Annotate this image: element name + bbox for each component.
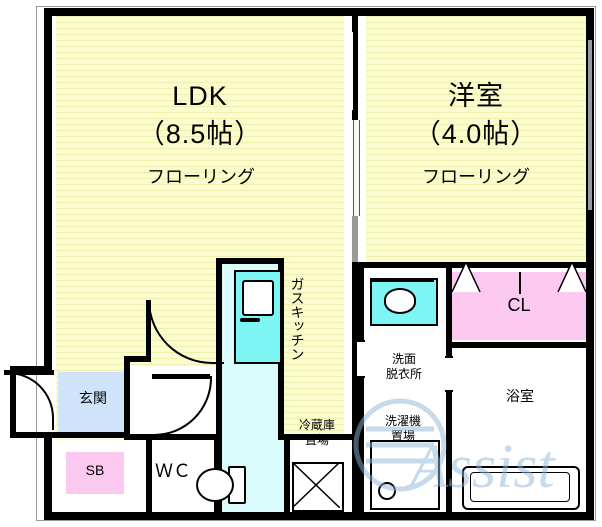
ldk-label: LDK: [172, 81, 228, 111]
ldk-door-leaf[interactable]: [146, 300, 151, 362]
outer-border-right: [595, 6, 596, 521]
genkan-step-line: [128, 366, 130, 434]
washitsu-size: （4.0帖）: [413, 119, 539, 149]
wall-kitchen-left: [216, 258, 222, 512]
washitsu-material: フローリング: [422, 167, 530, 187]
wall-bath-left: [446, 388, 452, 512]
outer-border-bottom: [36, 520, 596, 521]
toilet-bowl: [196, 468, 234, 502]
wall-ldk-washitsu-upper: [352, 16, 358, 32]
wall-fridge-left: [284, 434, 290, 512]
closet-label: CL: [507, 295, 531, 315]
wall-entrance-step: [52, 432, 130, 438]
fridge-cross-icon: [292, 462, 340, 508]
closet-door-swing-icon: [452, 262, 586, 292]
wc-label: ＷＣ: [155, 461, 191, 481]
entrance-door-leaf[interactable]: [4, 370, 54, 375]
entrance-floor: [58, 372, 128, 432]
outer-border-top: [36, 6, 596, 7]
bath-door[interactable]: [445, 356, 453, 392]
bathtub-inner: [470, 472, 570, 502]
wall-sanitary-left-lower: [358, 374, 364, 512]
window-right-washitsu: [588, 40, 592, 210]
sb-label: SB: [85, 462, 105, 478]
wall-ldk-washitsu-lower: [352, 262, 358, 512]
wall-sanitary-right: [446, 268, 452, 358]
wall-hall-top: [124, 360, 130, 440]
sliding-door-leaf-2[interactable]: [353, 120, 360, 216]
wall-left-lower: [44, 432, 52, 520]
wall-kitchen-top: [216, 258, 284, 264]
ldk-material: フローリング: [147, 167, 255, 187]
wall-left-upper: [44, 8, 52, 366]
kitchen-sink-basin: [242, 280, 274, 316]
wall-closet-bath: [446, 342, 594, 348]
fridge-label: 冷蔵庫 置場: [298, 418, 335, 447]
watermark-text: Assist: [406, 433, 556, 501]
entrance-label: 玄関: [79, 390, 107, 406]
kitchen-label: ガスキッチン: [289, 277, 306, 361]
wall-wc-left: [146, 434, 152, 512]
entrance-door-swing[interactable]: [6, 372, 54, 430]
outer-border-left: [36, 6, 37, 521]
sanitary-door[interactable]: [357, 340, 365, 378]
wall-bottom: [44, 512, 594, 520]
wall-hall-step: [124, 434, 152, 440]
wall-entrance-top: [10, 366, 52, 372]
sliding-door-track: [352, 216, 358, 262]
sanitary-label: 洗面 脱衣所: [385, 352, 422, 381]
washbasin-bowl: [384, 288, 416, 314]
washer-label: 洗濯機 置場: [384, 414, 421, 443]
wall-ldk-bottom-right: [284, 434, 358, 440]
wall-washitsu-bottom: [352, 262, 594, 268]
bath-label: 浴室: [506, 388, 534, 404]
washitsu-label: 洋室: [448, 81, 504, 111]
wall-ldk-washitsu-doorjamb-a: [352, 110, 358, 120]
sb-floor: [66, 452, 124, 494]
watermark: Assist: [353, 398, 556, 501]
wall-entrance-bottom: [10, 432, 52, 438]
sliding-door-leaf-1[interactable]: [353, 32, 358, 110]
washitsu-floor: [366, 16, 586, 262]
ldk-size: （8.5帖）: [137, 119, 263, 149]
wall-sanitary-left-upper: [358, 268, 364, 340]
kitchen-faucet: [240, 318, 260, 322]
wc-door-leaf[interactable]: [152, 374, 210, 379]
wall-wc-top: [146, 434, 220, 440]
washbasin-mirror: [370, 278, 434, 282]
wall-top: [44, 8, 588, 16]
closet-door-divider: [519, 272, 521, 294]
wall-hall-ldk-left: [124, 356, 150, 362]
